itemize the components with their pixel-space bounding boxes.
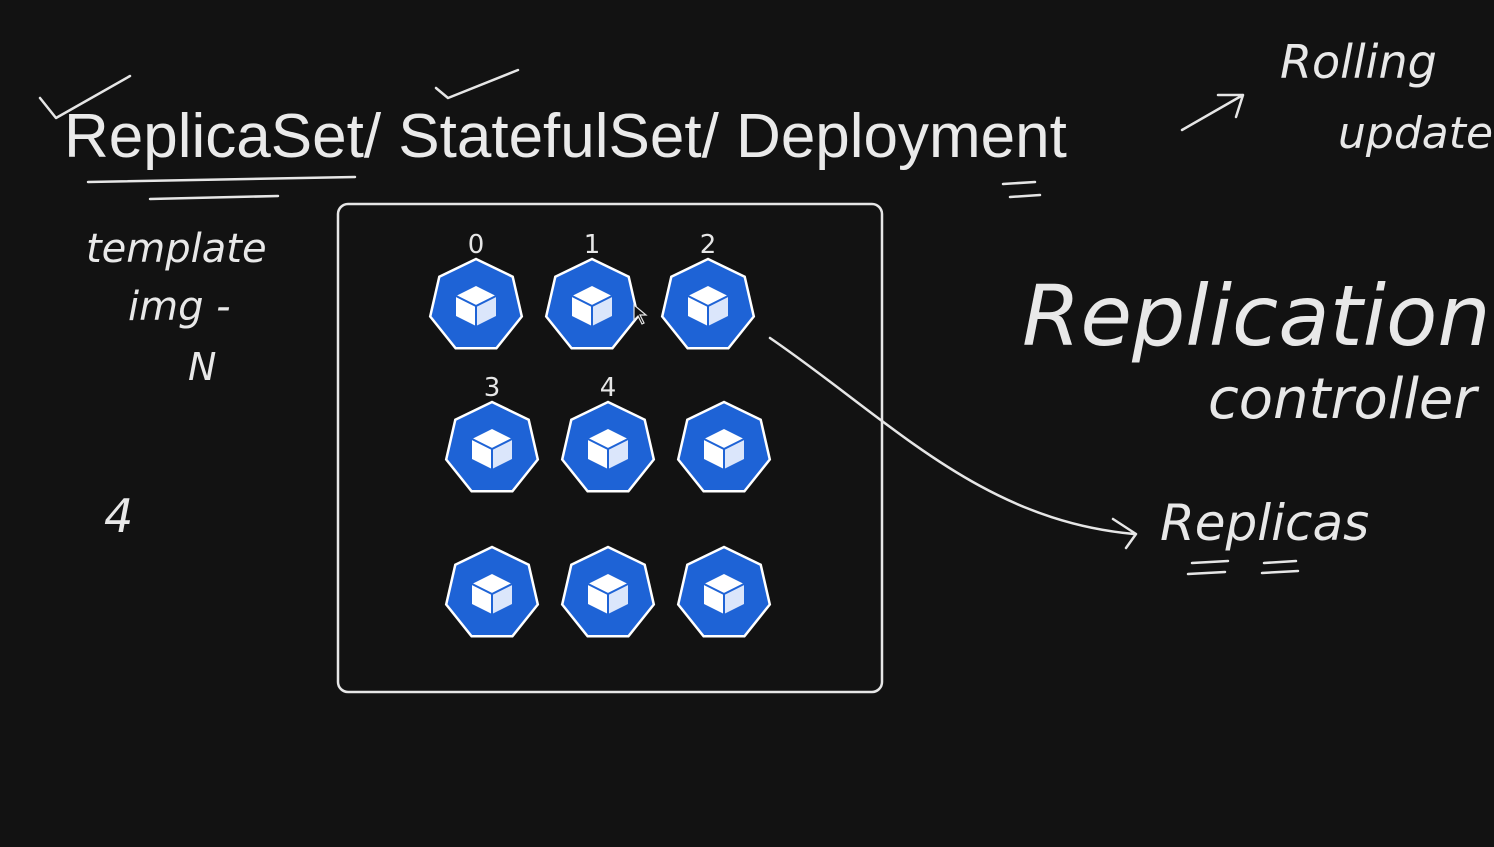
pod-index-label: 0 <box>468 230 485 260</box>
check-mark-replicaset <box>38 74 132 120</box>
underline-replicaset <box>86 175 357 184</box>
annotation-update: update <box>1338 108 1493 159</box>
annotation-n: N <box>188 345 216 389</box>
pod-5 <box>676 400 772 493</box>
underline-replicaset-2 <box>148 194 280 201</box>
annotation-rolling: Rolling <box>1280 35 1437 89</box>
kubernetes-pod-cube-icon <box>587 574 629 614</box>
pod-index-label: 3 <box>484 373 501 403</box>
pod-6 <box>444 545 540 638</box>
annotation-replication: Replication <box>1022 267 1491 365</box>
kubernetes-pod-cube-icon <box>687 286 729 326</box>
pod-8 <box>676 545 772 638</box>
annotation-img: img - <box>128 284 231 330</box>
annotation-four: 4 <box>104 489 133 543</box>
arrow-head-replicas <box>1111 517 1138 550</box>
annotation-template: template <box>86 226 267 272</box>
pod-2: 2 <box>660 230 756 350</box>
pod-4: 4 <box>560 373 656 493</box>
double-underline-replicas <box>1186 559 1300 576</box>
pods-group: 0 1 2 3 4 <box>428 230 772 638</box>
check-mark-statefulset <box>434 68 520 100</box>
kubernetes-pod-cube-icon <box>471 429 513 469</box>
kubernetes-pod-cube-icon <box>571 286 613 326</box>
kubernetes-pod-cube-icon <box>471 574 513 614</box>
kubernetes-pod-cube-icon <box>455 286 497 326</box>
replicaset-container-box <box>336 202 884 694</box>
arrow-to-replicas <box>768 336 1136 536</box>
title-text: ReplicaSet/ StatefulSet/ Deployment <box>64 102 1067 171</box>
kubernetes-pod-cube-icon <box>703 574 745 614</box>
pod-7 <box>560 545 656 638</box>
kubernetes-pod-cube-icon <box>703 429 745 469</box>
pod-index-label: 1 <box>584 230 601 260</box>
pod-index-label: 4 <box>600 373 617 403</box>
mouse-pointer-icon <box>633 303 648 325</box>
pod-0: 0 <box>428 230 524 350</box>
double-underline-deployment <box>1001 180 1042 199</box>
pod-1: 1 <box>544 230 640 350</box>
arrow-to-rolling-update <box>1180 93 1245 132</box>
annotation-controller: controller <box>1208 367 1479 432</box>
annotation-replicas: Replicas <box>1160 494 1369 552</box>
pod-index-label: 2 <box>700 230 717 260</box>
kubernetes-pod-cube-icon <box>587 429 629 469</box>
pod-3: 3 <box>444 373 540 493</box>
